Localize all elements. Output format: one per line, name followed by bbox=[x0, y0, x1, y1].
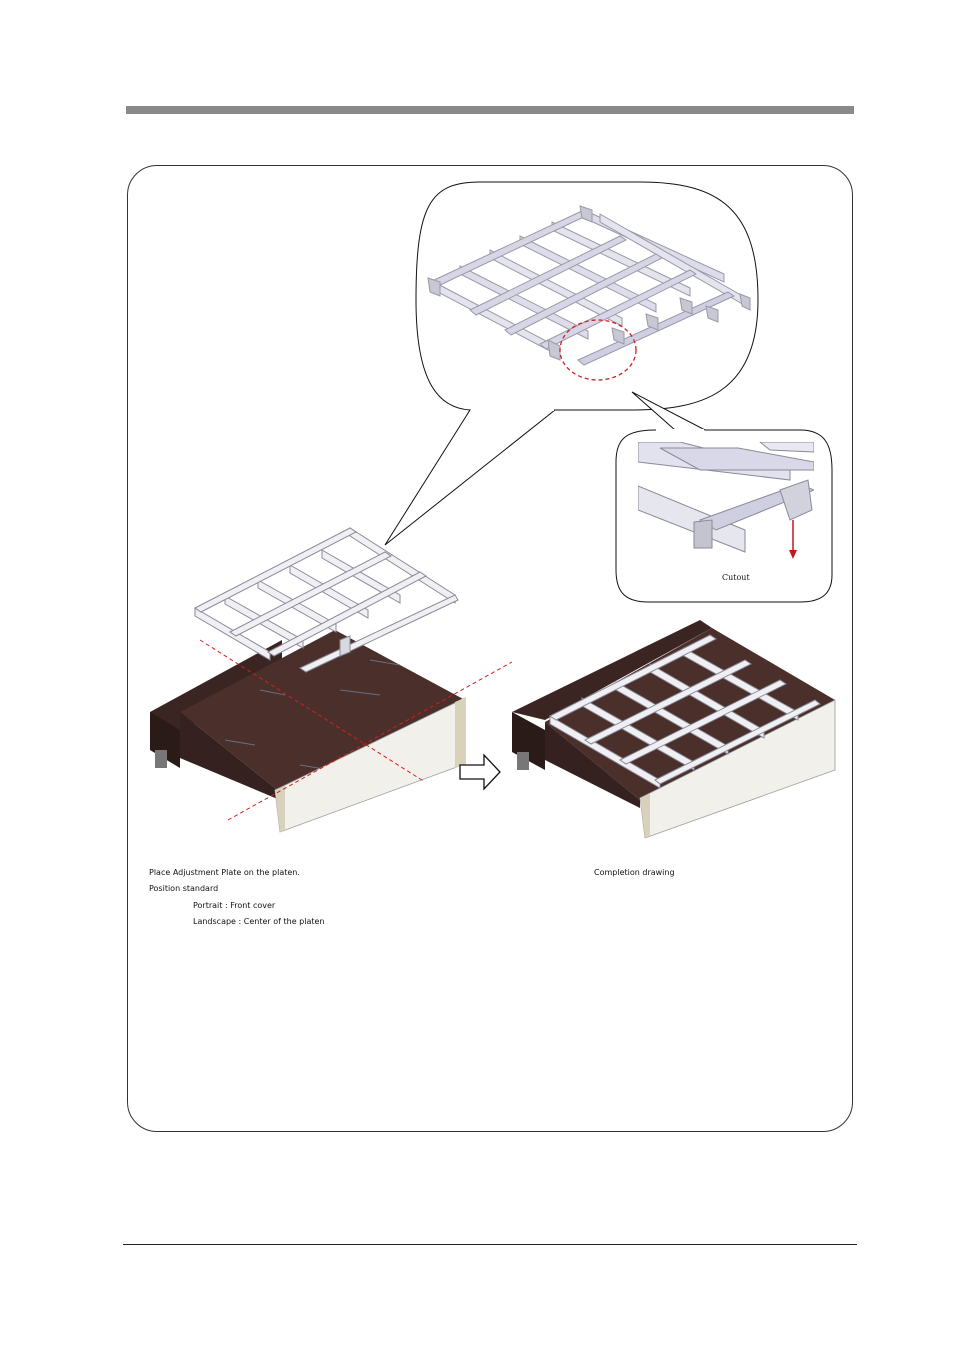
left-guide-lines bbox=[199, 639, 513, 821]
cutout-label: Cutout bbox=[722, 573, 750, 582]
right-arrow-icon bbox=[459, 753, 501, 791]
right-adjustment-plate bbox=[549, 634, 821, 789]
header-bar bbox=[126, 106, 854, 114]
left-platen bbox=[150, 630, 466, 833]
instruction-line-4: Landscape : Center of the platen bbox=[193, 917, 325, 926]
zoomed-adjustment-plate bbox=[427, 205, 751, 366]
down-arrow-icon bbox=[789, 520, 797, 559]
instruction-line-3: Portrait : Front cover bbox=[193, 901, 276, 910]
figure-frame bbox=[127, 165, 853, 1132]
cutout-highlight-circle bbox=[559, 319, 637, 381]
instruction-line-1: Place Adjustment Plate on the platen. bbox=[149, 868, 300, 877]
completion-caption: Completion drawing bbox=[594, 868, 675, 877]
cutout-detail-view bbox=[638, 442, 814, 560]
instruction-line-2: Position standard bbox=[149, 884, 219, 893]
footer-rule bbox=[123, 1244, 857, 1245]
left-adjustment-plate bbox=[194, 527, 459, 673]
